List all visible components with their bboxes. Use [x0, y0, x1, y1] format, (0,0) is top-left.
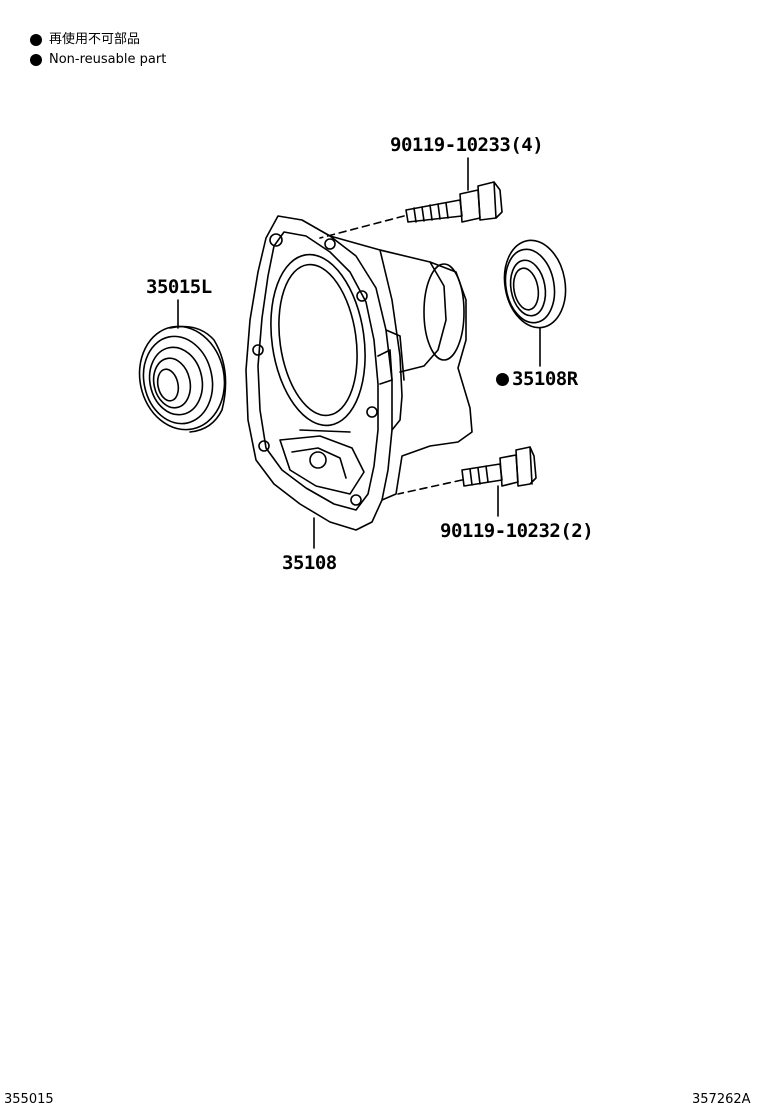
oil-seal-drawing: [503, 239, 567, 329]
housing-drawing: [245, 215, 473, 531]
bearing-drawing: [138, 325, 227, 433]
legend-item-en: Non-reusable part: [30, 50, 166, 70]
bottom-bolt-label: 90119-10232(2): [440, 520, 594, 542]
bearing-label: 35015L: [146, 276, 212, 298]
top-bolt-drawing: [405, 181, 503, 223]
legend-item-jp: 再使用不可部品: [30, 30, 166, 50]
non-reusable-dot-icon: [30, 54, 42, 66]
top-bolt-label: 90119-10233(4): [390, 134, 544, 156]
housing-label: 35108: [282, 552, 337, 574]
legend-text-jp: 再使用不可部品: [49, 32, 141, 47]
non-reusable-dot-icon: [30, 34, 42, 46]
bottom-bolt-dashed-line: [397, 479, 463, 495]
oil-seal-label-group: 35108R: [496, 368, 578, 390]
top-bolt-dashed-line: [319, 215, 405, 239]
footer-right-code: 357262A: [692, 1092, 751, 1107]
non-reusable-dot-icon: [496, 372, 509, 386]
bottom-bolt-drawing: [461, 446, 537, 487]
legend: 再使用不可部品 Non-reusable part: [30, 30, 166, 70]
footer-left-code: 355015: [4, 1092, 54, 1107]
oil-seal-label: 35108R: [512, 368, 578, 390]
legend-text-en: Non-reusable part: [49, 52, 167, 67]
